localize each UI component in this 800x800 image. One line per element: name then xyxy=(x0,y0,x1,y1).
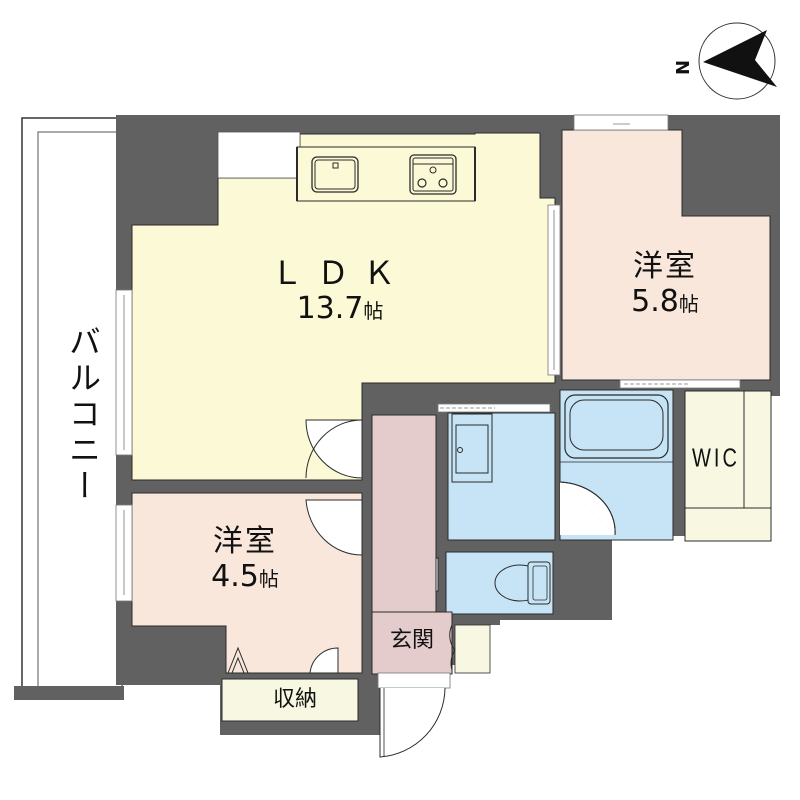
storage-room xyxy=(221,678,359,722)
balcony xyxy=(14,117,124,700)
north-arrow-icon xyxy=(698,22,777,100)
gas-stove-icon xyxy=(409,154,457,195)
storage-label: 収納 xyxy=(272,687,317,712)
western-room-2-label: 洋室 4.5帖 xyxy=(211,524,279,594)
wic-room xyxy=(684,390,772,542)
ldk-name: ＬＤＫ xyxy=(270,254,409,292)
hallway xyxy=(371,414,437,626)
sink-icon xyxy=(311,156,359,193)
compass-north-label: N xyxy=(673,59,695,76)
wash-basin-icon xyxy=(451,413,493,483)
ldk-size: 13.7帖 xyxy=(296,290,384,326)
washroom xyxy=(437,403,556,541)
entrance-label: 玄関 xyxy=(389,628,434,653)
bathroom xyxy=(559,389,674,541)
ldk-door xyxy=(305,419,363,479)
toilet-room xyxy=(403,551,554,615)
western-room-5-8 xyxy=(561,114,771,389)
ldk-room xyxy=(115,131,561,481)
balcony-label: バルコニー xyxy=(64,325,102,505)
bathtub-icon xyxy=(564,394,669,459)
western-room-1-label: 洋室 5.8帖 xyxy=(631,249,699,319)
entrance xyxy=(371,611,491,758)
toilet-icon xyxy=(494,561,551,605)
western-room-4-5 xyxy=(115,492,363,674)
ldk-label: ＬＤＫ 13.7帖 xyxy=(250,255,430,326)
wic-label: WIC xyxy=(692,444,740,474)
